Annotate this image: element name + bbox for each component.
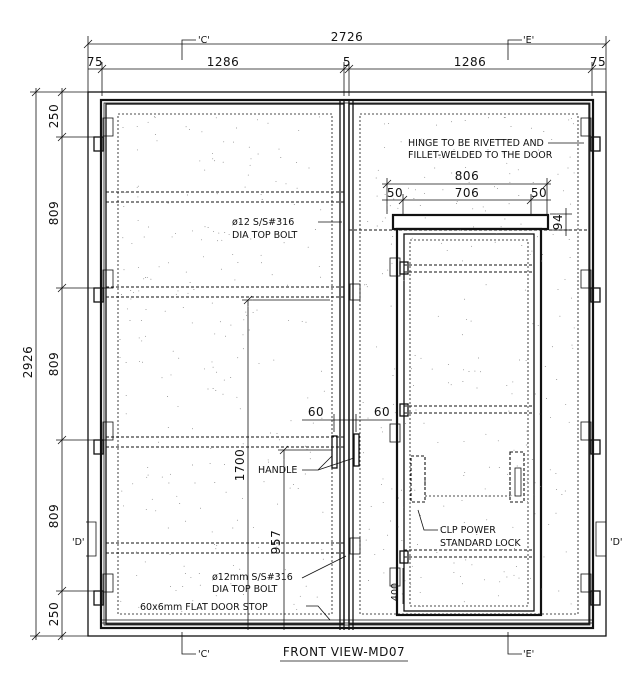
lock-note-line2: STANDARD LOCK [440,538,521,549]
row-middle-label: 809 [47,352,61,376]
top-bolt-line1: ø12 S/S#316 [232,217,294,228]
door-frame [87,91,607,637]
row-upper-label: 809 [47,201,61,225]
lock-note-line1: CLP POWER [440,525,496,536]
handles: 60 60 [302,405,392,469]
overall-height-label: 2926 [21,346,35,379]
top-bolt-line2: DIA TOP BOLT [232,230,297,241]
section-c-bottom: 'C' [198,649,210,660]
hinge-left-2 [93,269,114,303]
drawing-title-text: FRONT VIEW-MD07 [283,645,405,659]
small-door-left-inset-label: 50 [387,186,403,200]
right-margin-label: 75 [590,55,606,69]
hinges [93,117,601,606]
small-door-top-label: 94 [551,214,565,230]
section-e-bottom: 'E' [523,649,534,660]
bottom-bolt-line1: ø12mm S/S#316 [212,572,293,583]
left-dimensions: 2926 250 809 809 809 250 [21,87,96,641]
bolt-height-label: 957 [269,530,283,554]
section-marks-top: 'C' 'E' [181,35,534,60]
section-e-top: 'E' [523,35,534,46]
hinge-note-line2: FILLET-WELDED TO THE DOOR [408,150,553,161]
section-c-top: 'C' [198,35,210,46]
section-marks-bottom: 'C' 'E' [181,632,534,660]
section-d-right: 'D' [610,537,623,548]
door-stop-note: 60x6mm FLAT DOOR STOP [140,602,268,613]
hinge-right-4 [580,573,601,606]
right-leaf-label: 1286 [454,55,487,69]
annotations: HINGE TO BE RIVETTED AND FILLET-WELDED T… [140,138,584,621]
top-dimensions: 2726 75 1286 5 1286 75 [83,30,611,96]
handle-right-offset-label: 60 [374,405,390,419]
gap-label: 5 [343,55,351,69]
left-door-leaf [105,103,345,625]
small-inner-door [389,213,550,617]
handle-left-offset-label: 60 [308,405,324,419]
hinge-right-3 [580,421,601,455]
hinge-left-3 [93,421,114,455]
row-lower-label: 809 [47,504,61,528]
section-marks-side: 'D' 'D' [72,521,623,557]
section-d-left: 'D' [72,537,85,548]
small-door-inner-label: 706 [455,186,479,200]
vertical-dimensions: 1700 957 [233,295,332,630]
row-bottom-label: 250 [47,602,61,626]
hinge-note-line1: HINGE TO BE RIVETTED AND [408,138,544,149]
handle-note: HANDLE [258,465,297,476]
panel-texture [119,115,575,612]
left-margin-label: 75 [87,55,103,69]
drawing-title: FRONT VIEW-MD07 [280,645,408,662]
small-door-right-inset-label: 50 [531,186,547,200]
small-door-hinge-label: 400 [390,583,401,601]
hinge-left-1 [93,117,114,152]
meeting-stile [339,100,361,630]
bottom-bolt-line2: DIA TOP BOLT [212,584,277,595]
row-top-label: 250 [47,104,61,128]
overall-width-label: 2726 [331,30,364,44]
small-door-width-label: 806 [455,169,479,183]
left-leaf-label: 1286 [207,55,240,69]
hinge-right-1 [580,117,601,152]
hinge-left-4 [93,573,114,606]
small-door-dimensions: 806 50 706 50 94 400 [382,169,572,604]
hinge-right-2 [580,269,601,303]
handle-height-label: 1700 [233,449,247,482]
